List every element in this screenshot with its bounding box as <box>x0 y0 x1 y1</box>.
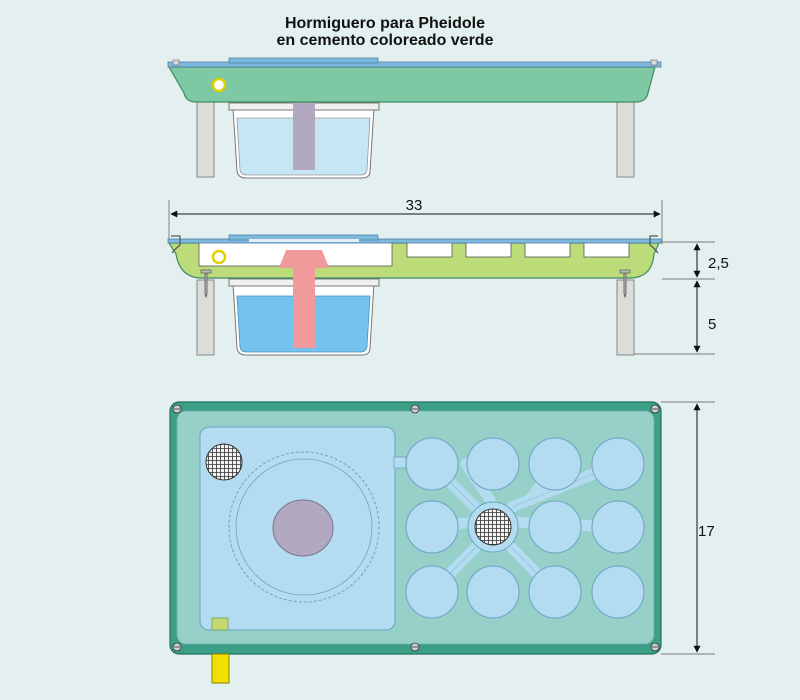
section-water-tube <box>279 250 329 348</box>
outlet-indicator <box>211 617 229 631</box>
chamber-r1-c1 <box>405 437 459 491</box>
water-circle-outer <box>228 451 380 603</box>
tube-top <box>272 499 334 557</box>
title-line-1: Hormiguero para Pheidole <box>285 15 485 32</box>
chamber-r3-c3 <box>528 565 582 619</box>
left-leg <box>196 101 215 178</box>
glass-cover <box>167 61 662 68</box>
section-chamber-1 <box>406 241 453 258</box>
chamber-r1-c4 <box>591 437 645 491</box>
clip-right-section <box>649 235 659 254</box>
screw-right <box>623 271 627 299</box>
chamber-r1-c2 <box>466 437 520 491</box>
clip-left <box>172 59 180 66</box>
height-legs-label: 5 <box>708 316 716 333</box>
section-chamber-3 <box>524 241 571 258</box>
water-tube <box>293 102 315 170</box>
connector <box>393 456 407 469</box>
clip-left-section <box>171 235 181 254</box>
title-line-2: en cemento coloreado verde <box>277 32 494 49</box>
mesh-vent-left <box>205 443 243 481</box>
chamber-r2-c4 <box>591 500 645 554</box>
chamber-r3-c1 <box>405 565 459 619</box>
section-entrance-ring <box>211 249 227 265</box>
side-view <box>167 57 662 179</box>
screw-left <box>204 271 208 299</box>
chamber-r2-c3 <box>528 500 582 554</box>
length-label: 33 <box>406 197 423 214</box>
section-chamber-2 <box>465 241 512 258</box>
glass-lid <box>228 57 379 64</box>
section-glass <box>167 238 662 244</box>
clip-right <box>650 59 658 66</box>
water-circle-inner <box>235 458 373 596</box>
mesh-vent-center <box>474 508 512 546</box>
chamber-r2-c1 <box>405 500 459 554</box>
height-top-label: 2,5 <box>708 255 729 272</box>
chamber-r3-c2 <box>466 565 520 619</box>
right-leg <box>616 101 635 178</box>
entrance-ring <box>211 77 227 93</box>
section-chamber-4 <box>583 241 630 258</box>
chamber-r1-c3 <box>528 437 582 491</box>
section-view: 33 <box>167 197 729 356</box>
top-view: 17 <box>169 401 715 684</box>
green-body <box>167 66 656 103</box>
chamber-r3-c4 <box>591 565 645 619</box>
outlet-tube <box>211 653 230 684</box>
width-label: 17 <box>698 523 715 540</box>
